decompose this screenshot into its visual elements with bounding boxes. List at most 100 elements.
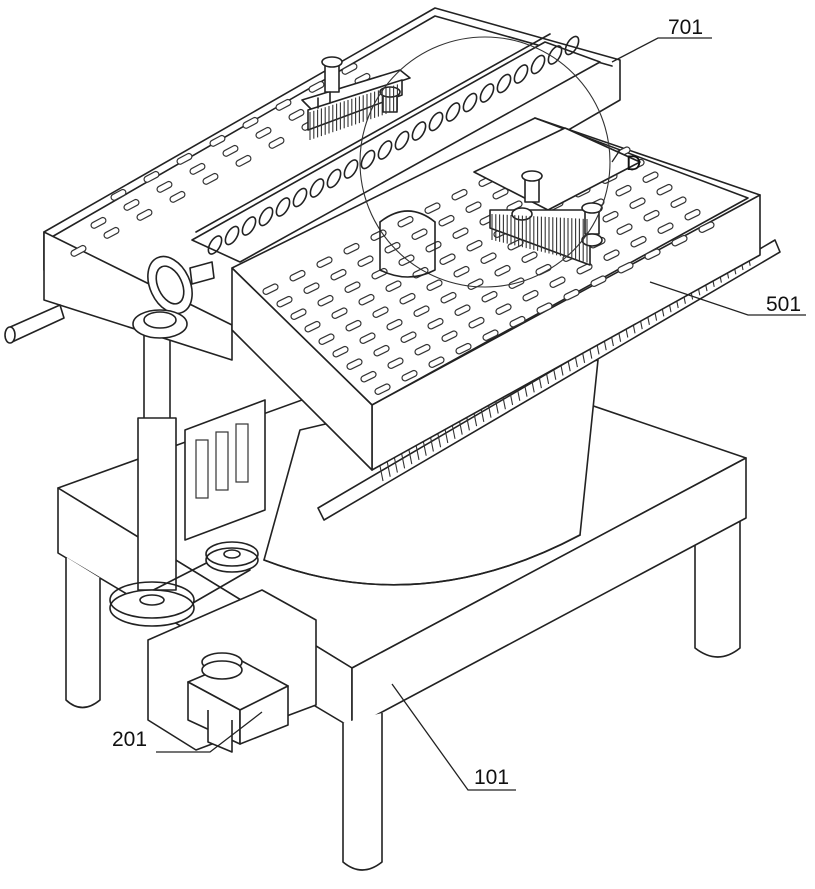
tray-slot (289, 269, 306, 282)
tray-slot (413, 305, 430, 317)
screw-coil (360, 149, 376, 170)
tray-slot (670, 196, 687, 208)
screw-tooth (437, 432, 442, 448)
tray-slot (345, 319, 362, 332)
screw-coil (309, 178, 325, 198)
back-slot (255, 126, 272, 139)
tray-slot (698, 221, 715, 233)
tray-slot (521, 251, 538, 263)
tray-slot (414, 343, 431, 356)
back-slot (189, 162, 206, 175)
tray-slot (495, 303, 512, 315)
tray-slot (330, 268, 347, 281)
tray-slot (509, 315, 526, 328)
callout-701: 701 (668, 16, 703, 39)
tray-slot (630, 235, 647, 248)
tray-slot (346, 358, 363, 370)
bevel-gear-pair (132, 255, 193, 339)
tray-slot (332, 345, 349, 358)
screw-coil (292, 187, 308, 208)
tray-slot (629, 197, 646, 209)
tray-slot (466, 239, 483, 252)
tray-slot (331, 307, 348, 319)
screw-coil (462, 92, 478, 113)
tray-slot (441, 330, 458, 342)
screw-coil (258, 206, 274, 227)
tray-slot (657, 222, 674, 234)
tray-slot (494, 264, 511, 277)
tray-slot (359, 332, 376, 344)
tray-slot (386, 318, 403, 331)
callout-501: 501 (766, 293, 801, 316)
screw-tooth (408, 449, 413, 465)
tray-slot (397, 215, 414, 228)
back-slot (136, 208, 153, 221)
tray-slot (536, 302, 553, 314)
back-slot (222, 144, 239, 157)
screw-tooth (415, 444, 420, 461)
tray-slot (360, 370, 377, 383)
tray-slot (372, 306, 389, 318)
tray-slot (590, 275, 607, 287)
tray-slot (602, 210, 619, 223)
tray-slot (563, 288, 580, 301)
tray-slot (438, 214, 455, 227)
screw-coil (241, 216, 257, 236)
back-slot (288, 108, 305, 121)
back-slot (90, 216, 107, 229)
tray-slot (643, 209, 660, 222)
screw-tooth (422, 440, 427, 456)
tray-slot (451, 188, 468, 201)
drive-shaft (109, 324, 259, 627)
tray-slot (317, 294, 334, 307)
tray-slot (387, 357, 404, 369)
back-slot (242, 116, 259, 129)
tray-slot (304, 320, 321, 333)
screw-coil (377, 140, 393, 160)
screw-tooth (386, 461, 391, 477)
bracket-plate (184, 399, 266, 541)
tray-slot (465, 201, 482, 213)
tray-slot (427, 317, 444, 330)
tray-slot (428, 356, 445, 368)
tray-slot (617, 261, 634, 274)
back-slot (143, 170, 160, 183)
back-slot (202, 172, 219, 185)
tray-slot (426, 279, 443, 291)
screw-coil (479, 83, 495, 103)
screw-tooth (401, 453, 406, 469)
tray-slot (644, 248, 661, 260)
tray-slot (455, 342, 472, 355)
screw-coil (326, 168, 342, 189)
tray-slot (452, 227, 469, 239)
tray-slot (615, 184, 632, 197)
callout-101: 101 (474, 766, 509, 789)
screw-coil (275, 197, 291, 217)
detail-circle-d (359, 36, 611, 288)
screw-tooth (379, 465, 384, 482)
screw-coil (207, 235, 223, 255)
tray-slot (480, 252, 497, 264)
tray-slot (482, 329, 499, 341)
screw-coil (224, 225, 240, 246)
tray-slot (276, 295, 293, 308)
motor-assembly (147, 589, 317, 753)
tray-slot (398, 254, 415, 266)
back-slot (209, 134, 226, 147)
tray-slot (535, 263, 552, 276)
back-slot (235, 154, 252, 167)
tray-slot (603, 249, 620, 261)
tray-slot (656, 183, 673, 196)
tray-slot (318, 333, 335, 345)
leader-lines (156, 37, 806, 791)
tray-slot (549, 276, 566, 288)
screw-coil (394, 130, 410, 151)
tray-slot (373, 344, 390, 357)
screw-coil (496, 73, 512, 94)
tray-slot (440, 291, 457, 304)
tray-slot (316, 256, 333, 268)
tray-slot (454, 304, 471, 316)
tray-slot (385, 280, 402, 292)
detail-cylinder (379, 221, 436, 278)
